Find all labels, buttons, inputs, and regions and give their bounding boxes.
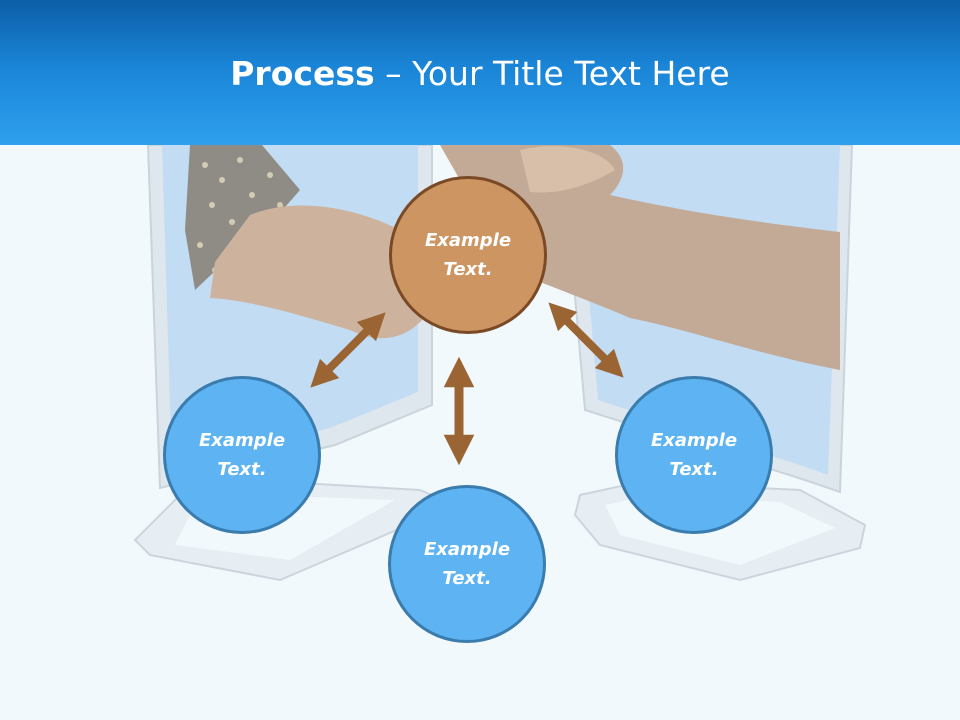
- left-arm: [210, 205, 430, 339]
- node-top-line1: Example: [424, 230, 512, 251]
- node-top: Example Text.: [389, 176, 547, 334]
- node-left-line1: Example: [198, 430, 286, 451]
- right-arm: [440, 145, 840, 370]
- slide-title: Process – Your Title Text Here: [0, 52, 960, 96]
- node-left-line2: Text.: [217, 459, 267, 480]
- title-banner: [0, 0, 960, 145]
- arrow-top-right: [548, 302, 624, 378]
- arrow-top-left: [310, 312, 386, 388]
- title-dash: –: [374, 54, 413, 93]
- node-top-line2: Text.: [443, 259, 493, 280]
- title-bold: Process: [230, 54, 375, 93]
- title-rest: Your Title Text Here: [412, 54, 730, 93]
- left-sleeve: [185, 145, 300, 290]
- node-bottom: Example Text.: [388, 485, 546, 643]
- node-right: Example Text.: [615, 376, 773, 534]
- node-bottom-line1: Example: [423, 539, 511, 560]
- clasped-hands: [520, 146, 615, 193]
- node-right-line2: Text.: [669, 459, 719, 480]
- node-left: Example Text.: [163, 376, 321, 534]
- node-bottom-line2: Text.: [442, 568, 492, 589]
- node-right-line1: Example: [650, 430, 738, 451]
